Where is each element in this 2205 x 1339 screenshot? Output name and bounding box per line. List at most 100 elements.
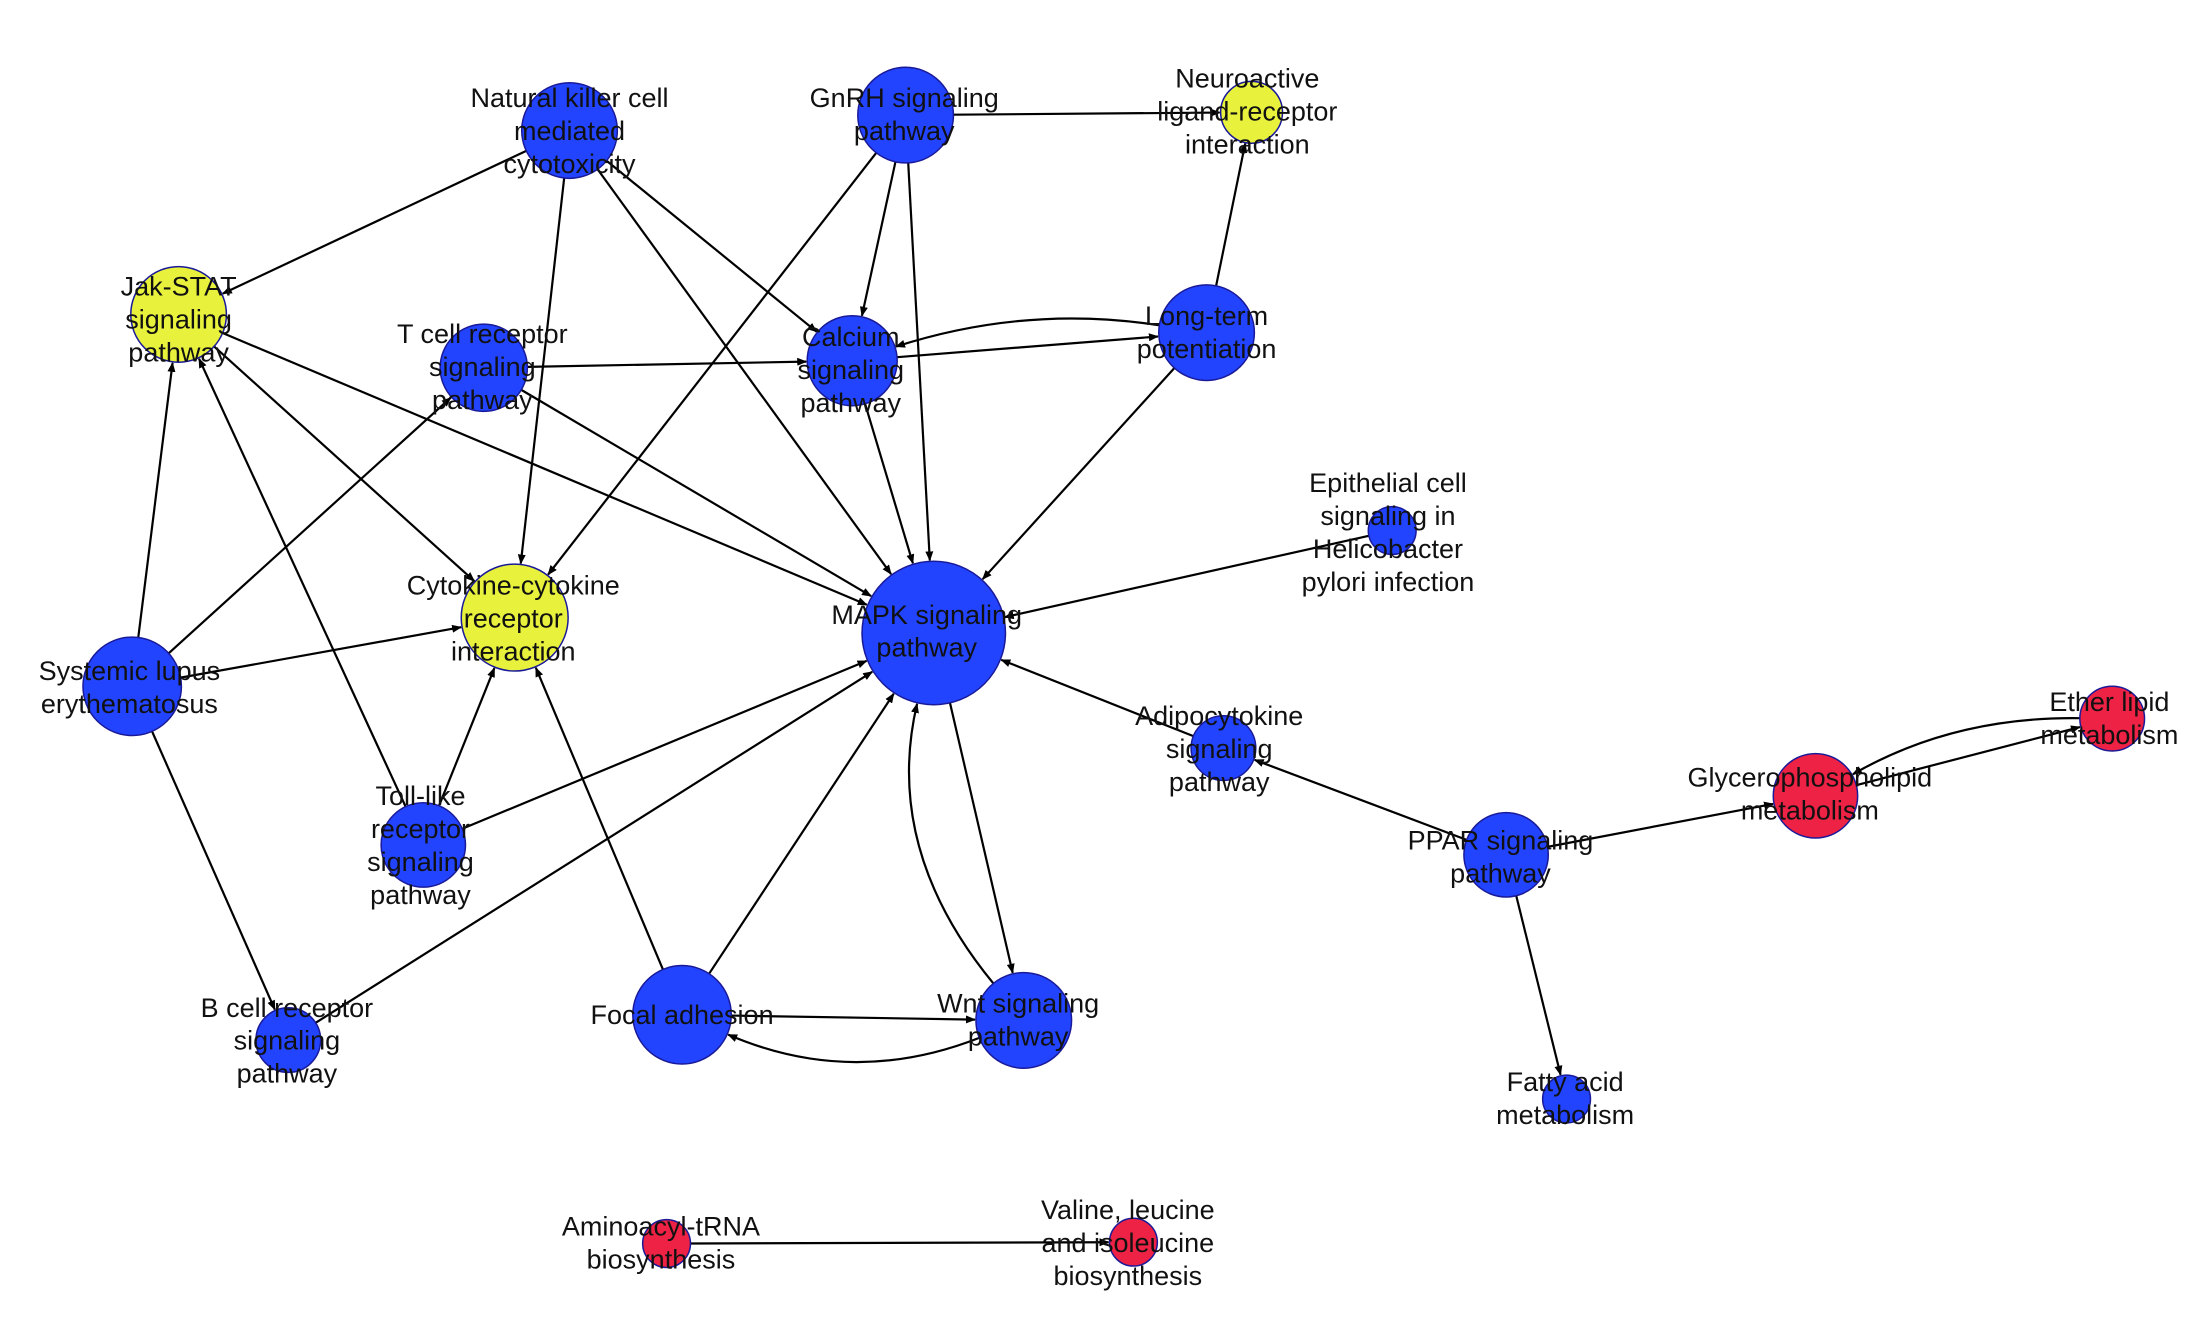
edge-toll-to-mapk bbox=[461, 659, 868, 830]
node-label-line: PPAR signaling bbox=[1408, 826, 1594, 856]
node-label-line: signaling bbox=[797, 355, 904, 385]
node-focal[interactable] bbox=[632, 964, 732, 1065]
node-label-line: Cytokine-cytokine bbox=[407, 570, 620, 600]
edge-sle-to-cyto bbox=[180, 624, 463, 679]
node-mapk[interactable] bbox=[861, 560, 1007, 706]
node-label-line: mediated bbox=[514, 116, 625, 146]
node-wnt[interactable] bbox=[975, 971, 1073, 1069]
node-label-line: Aminoacyl-tRNA bbox=[562, 1212, 760, 1242]
node-ether[interactable] bbox=[2079, 685, 2146, 752]
node-valine[interactable] bbox=[1108, 1217, 1159, 1267]
node-label-line: biosynthesis bbox=[587, 1245, 736, 1275]
edge-nk-to-calcium bbox=[605, 159, 818, 333]
node-ppar[interactable] bbox=[1463, 811, 1550, 898]
node-glycero[interactable] bbox=[1772, 752, 1859, 839]
node-label-line: receptor bbox=[464, 603, 563, 633]
edge-ppar-to-adipo bbox=[1253, 758, 1468, 841]
node-adipo[interactable] bbox=[1190, 715, 1257, 782]
node-label-focal: Focal adhesion bbox=[590, 1000, 773, 1030]
edge-calcium-to-mapk bbox=[864, 403, 915, 565]
node-label-line: and isoleucine bbox=[1041, 1228, 1214, 1258]
node-label-line: Jak-STAT bbox=[121, 271, 237, 301]
node-sle[interactable] bbox=[82, 636, 183, 737]
edge-ppar-to-glycero bbox=[1547, 801, 1775, 848]
node-label-line: GnRH signaling bbox=[810, 83, 999, 113]
node-bcell[interactable] bbox=[255, 1006, 322, 1074]
edge-focal-to-wnt bbox=[731, 1014, 976, 1024]
edge-sle-to-jak bbox=[137, 361, 176, 638]
node-label-line: ligand-receptor bbox=[1157, 97, 1337, 127]
edge-bcell-to-mapk bbox=[315, 670, 874, 1024]
node-calcium[interactable] bbox=[806, 314, 898, 407]
node-toll[interactable] bbox=[380, 802, 467, 888]
node-label-line: pathway bbox=[432, 385, 533, 415]
node-tcell[interactable] bbox=[439, 323, 529, 413]
node-label-line: Fatty acid bbox=[1507, 1067, 1624, 1097]
edges-layer bbox=[137, 108, 2081, 1247]
edge-jak-to-mapk bbox=[222, 331, 868, 606]
node-label-line: signaling bbox=[234, 1026, 341, 1056]
node-label-line: erythematosus bbox=[41, 689, 218, 719]
node-cyto[interactable] bbox=[460, 563, 569, 672]
node-ltp[interactable] bbox=[1158, 284, 1256, 382]
edge-glycero-to-ether bbox=[1856, 725, 2081, 787]
edge-adipo-to-mapk bbox=[1000, 658, 1194, 738]
edge-ether-to-glycero bbox=[1852, 717, 2080, 776]
node-label-line: interaction bbox=[1185, 130, 1310, 160]
edge-mapk-to-wnt bbox=[948, 702, 1015, 974]
edge-ltp-to-neuro bbox=[1215, 142, 1248, 287]
node-label-line: biosynthesis bbox=[1054, 1261, 1203, 1291]
edge-toll-to-cyto bbox=[437, 667, 496, 807]
node-label-line: Calcium bbox=[802, 322, 900, 352]
node-amino[interactable] bbox=[641, 1218, 692, 1269]
edge-toll-to-jak bbox=[198, 357, 407, 808]
edge-focal-to-mapk bbox=[708, 692, 895, 975]
node-gnrh[interactable] bbox=[857, 66, 955, 164]
node-label-line: metabolism bbox=[1741, 796, 1879, 826]
node-label-line: signaling bbox=[429, 352, 536, 382]
node-label-line: T cell receptor bbox=[397, 319, 568, 349]
edge-wnt-to-mapk bbox=[907, 702, 995, 985]
node-epi[interactable] bbox=[1367, 505, 1417, 556]
node-label-line: signaling bbox=[367, 847, 474, 877]
edge-gnrh-to-mapk bbox=[907, 162, 934, 562]
node-label-line: Adipocytokine bbox=[1135, 701, 1303, 731]
node-nk[interactable] bbox=[520, 81, 619, 180]
edge-calcium-to-ltp bbox=[896, 333, 1159, 359]
node-jak[interactable] bbox=[130, 265, 228, 363]
edge-gnrh-to-neuro bbox=[953, 108, 1221, 117]
node-label-line: pathway bbox=[370, 880, 471, 910]
node-label-line: pathway bbox=[1169, 767, 1270, 797]
node-neuro[interactable] bbox=[1219, 80, 1284, 144]
node-label-line: B cell receptor bbox=[201, 993, 374, 1023]
node-label-line: Valine, leucine bbox=[1041, 1195, 1215, 1225]
node-fatty[interactable] bbox=[1541, 1074, 1592, 1124]
node-label-line: signaling bbox=[125, 304, 232, 334]
edge-nk-to-cyto bbox=[517, 177, 566, 565]
node-label-line: metabolism bbox=[1496, 1100, 1634, 1130]
edge-tcell-to-mapk bbox=[520, 388, 872, 598]
node-label-line: pathway bbox=[876, 633, 977, 663]
node-label-line: pathway bbox=[968, 1022, 1069, 1052]
edge-ltp-to-calcium bbox=[895, 317, 1160, 348]
node-label-line: metabolism bbox=[2040, 720, 2178, 750]
node-label-line: MAPK signaling bbox=[831, 600, 1022, 630]
edge-sle-to-tcell bbox=[167, 396, 452, 655]
node-label-line: interaction bbox=[451, 636, 576, 666]
node-label-line: Epithelial cell bbox=[1309, 468, 1467, 498]
node-label-line: pylori infection bbox=[1302, 567, 1475, 597]
node-label-line: Toll-like bbox=[375, 781, 465, 811]
